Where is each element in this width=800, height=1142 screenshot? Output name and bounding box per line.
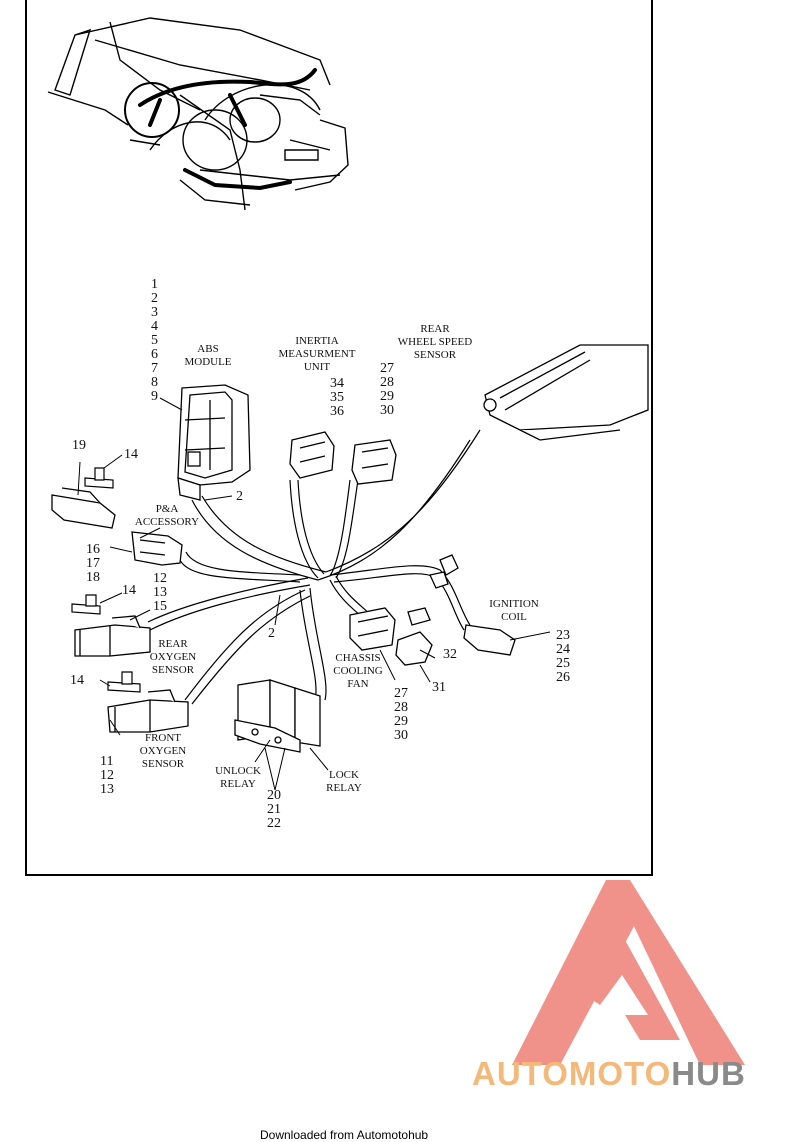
ccf-num: 30 <box>394 728 408 743</box>
rws-num: 30 <box>380 403 394 418</box>
imu-num: 36 <box>330 404 344 419</box>
ignition-num: 25 <box>556 656 570 671</box>
ro-label: SENSOR <box>152 664 195 676</box>
abs-num: 8 <box>151 375 158 390</box>
chassis-cooling-fan-connector <box>349 607 396 651</box>
imu-label: UNIT <box>304 361 331 373</box>
num-14: 14 <box>124 447 138 462</box>
lock-relay-label: LOCK <box>329 769 359 781</box>
imu-num: 35 <box>330 390 344 405</box>
abs-part-numbers: 1 2 3 4 5 6 7 8 9 <box>151 277 158 404</box>
fo-num: 11 <box>100 754 113 769</box>
ignition-num: 24 <box>556 642 570 657</box>
abs-num: 3 <box>151 305 158 320</box>
rear-oxygen-sensor-connector <box>74 615 151 657</box>
rws-label: WHEEL SPEED <box>398 336 472 348</box>
relay-num: 22 <box>267 816 281 831</box>
rws-num: 28 <box>380 375 394 390</box>
leader-lines <box>77 397 551 791</box>
front-oxygen-sensor-connector <box>107 689 189 733</box>
relay-num: 20 <box>267 788 281 803</box>
ro-num: 13 <box>153 585 167 600</box>
harness-main <box>147 429 481 705</box>
footer-text: Downloaded from Automotohub <box>260 1128 429 1142</box>
abs-num: 6 <box>151 347 158 362</box>
ignition-coil-connector <box>429 554 516 656</box>
abs-num: 7 <box>151 361 158 376</box>
automotohub-logo <box>512 880 745 1065</box>
abs-module <box>177 384 251 501</box>
motorcycle-frame-overview <box>47 17 349 211</box>
rws-label: SENSOR <box>414 349 457 361</box>
abs-num: 1 <box>151 277 158 292</box>
ccf-label: COOLING <box>333 665 383 677</box>
abs-label: ABS <box>197 343 218 355</box>
rws-num: 29 <box>380 389 394 404</box>
fo-num: 13 <box>100 782 114 797</box>
ro-label: OXYGEN <box>150 651 196 663</box>
ro-num: 12 <box>153 571 167 586</box>
ignition-num: 23 <box>556 628 570 643</box>
fo-label: SENSOR <box>142 758 185 770</box>
num-14: 14 <box>70 673 84 688</box>
clip-14 <box>71 467 141 693</box>
fo-label: OXYGEN <box>140 745 186 757</box>
rws-label: REAR <box>420 323 450 335</box>
pa-num: 17 <box>86 556 100 571</box>
connector-19 <box>51 487 116 529</box>
rear-wheel-speed-connector <box>351 439 397 485</box>
abs-num: 2 <box>151 291 158 306</box>
imu-num: 34 <box>330 376 344 391</box>
num-32: 32 <box>443 647 457 662</box>
ignition-label: COIL <box>501 611 527 623</box>
abs-num: 4 <box>151 319 158 334</box>
part-31-32 <box>395 607 433 666</box>
abs-num: 9 <box>151 389 158 404</box>
imu-connector <box>289 431 335 479</box>
automotohub-wordmark: AUTOMOTOHUB <box>472 1055 746 1093</box>
fo-num: 12 <box>100 768 114 783</box>
unlock-relay-label: RELAY <box>220 778 256 790</box>
abs-num: 5 <box>151 333 158 348</box>
num-15: 15 <box>153 599 167 614</box>
rear-frame-piece <box>483 344 649 441</box>
imu-label: INERTIA <box>295 335 338 347</box>
ccf-num: 29 <box>394 714 408 729</box>
fo-label: FRONT <box>145 732 181 744</box>
lock-relay-label: RELAY <box>326 782 362 794</box>
abs-label: MODULE <box>184 356 231 368</box>
ignition-label: IGNITION <box>489 598 539 610</box>
num-19: 19 <box>72 438 86 453</box>
num-14: 14 <box>122 583 136 598</box>
num-31: 31 <box>432 680 446 695</box>
harness-overview-bundle <box>138 68 317 191</box>
ignition-num: 26 <box>556 670 570 685</box>
pa-label: P&A <box>156 503 179 515</box>
imu-label: MEASURMENT <box>278 348 355 360</box>
wordmark-auto: AUTOMOTO <box>472 1055 672 1092</box>
wire-2: 2 <box>268 626 275 641</box>
ccf-label: FAN <box>347 678 368 690</box>
unlock-relay-label: UNLOCK <box>215 765 261 777</box>
ccf-label: CHASSIS <box>335 652 380 664</box>
relay-block <box>234 679 321 753</box>
pa-num: 18 <box>86 570 100 585</box>
rws-num: 27 <box>380 361 394 376</box>
pa-accessory-connector <box>131 531 183 566</box>
wordmark-hub: HUB <box>671 1055 746 1092</box>
pa-label: ACCESSORY <box>135 516 199 528</box>
ro-label: REAR <box>158 638 188 650</box>
relay-num: 21 <box>267 802 281 817</box>
ccf-num: 28 <box>394 700 408 715</box>
ccf-num: 27 <box>394 686 408 701</box>
abs-2: 2 <box>236 489 243 504</box>
detail-circle <box>124 82 180 138</box>
diagram-frame <box>25 0 653 876</box>
pa-num: 16 <box>86 542 100 557</box>
